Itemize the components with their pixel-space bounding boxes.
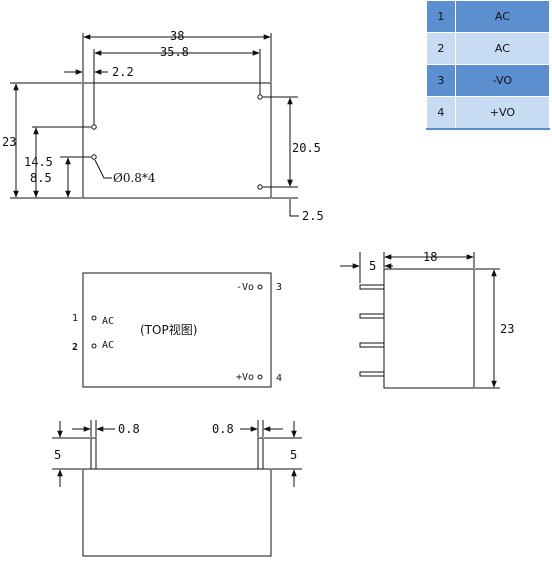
pin-row: 3 -VO xyxy=(426,64,551,97)
front-view xyxy=(52,420,302,557)
pin-table: 1 AC 2 AC 3 -VO 4 +VO xyxy=(426,0,551,130)
pin-dot xyxy=(91,315,97,321)
pin-hole xyxy=(257,184,263,190)
dim-pin-width-left: 0.8 xyxy=(118,422,140,436)
dim-pin-height-left: 5 xyxy=(54,448,61,462)
pin-number: 1 xyxy=(426,0,456,33)
top-view-title: (TOP视图) xyxy=(140,322,197,337)
pin-dot xyxy=(91,343,97,349)
pin-number: 3 xyxy=(426,64,456,97)
pin-label: +Vo xyxy=(236,372,254,383)
side-pin xyxy=(359,284,385,290)
pin-hole xyxy=(257,94,263,100)
dim-side-pin-length: 5 xyxy=(369,259,376,273)
dim-width: 38 xyxy=(170,29,184,43)
pin-dot xyxy=(257,284,263,290)
side-pin xyxy=(359,342,385,348)
hole-note: Ø0.8*4 xyxy=(113,171,156,185)
pin-number: 4 xyxy=(276,373,282,384)
side-view xyxy=(340,252,500,389)
pin-dot xyxy=(257,374,263,380)
dim-side-height: 23 xyxy=(500,322,514,336)
pin-function: AC xyxy=(454,0,551,33)
dim-left-pin-lower: 8.5 xyxy=(30,171,52,185)
pin-number: 1 xyxy=(72,313,78,324)
outline-drawing xyxy=(10,33,299,217)
pin-label: AC xyxy=(102,316,114,327)
front-pin xyxy=(257,437,264,470)
pin-hole xyxy=(91,124,97,130)
pin-number: 2 xyxy=(72,342,78,353)
pin-number: 3 xyxy=(276,282,282,293)
dim-height: 23 xyxy=(2,135,16,149)
front-pin xyxy=(90,437,97,470)
dim-right-pin-span: 20.5 xyxy=(292,141,321,155)
front-view-outline xyxy=(82,468,272,557)
dim-left-offset: 2.2 xyxy=(112,65,134,79)
module-outline xyxy=(82,82,272,199)
side-pin xyxy=(359,313,385,319)
dim-pin-span: 35.8 xyxy=(160,45,189,59)
pin-hole xyxy=(91,154,97,160)
pin-function: -VO xyxy=(454,64,551,97)
pin-label: AC xyxy=(102,340,114,351)
dim-right-pin-offset: 2.5 xyxy=(302,209,324,223)
dim-left-pin-upper: 14.5 xyxy=(24,155,53,169)
pin-row: 2 AC xyxy=(426,32,551,65)
pin-row: 4 +VO xyxy=(426,96,551,130)
side-view-outline xyxy=(383,268,475,389)
dim-side-depth: 18 xyxy=(423,250,437,264)
dim-pin-height-right: 5 xyxy=(290,448,297,462)
top-view xyxy=(82,272,272,388)
pin-function: AC xyxy=(454,32,551,65)
dim-pin-width-right: 0.8 xyxy=(212,422,234,436)
side-pin xyxy=(359,371,385,377)
pin-function: +VO xyxy=(454,96,551,130)
pin-number: 4 xyxy=(426,96,456,130)
top-view-outline xyxy=(82,272,272,388)
pin-row: 1 AC xyxy=(426,0,551,33)
pin-label: -Vo xyxy=(236,282,254,293)
